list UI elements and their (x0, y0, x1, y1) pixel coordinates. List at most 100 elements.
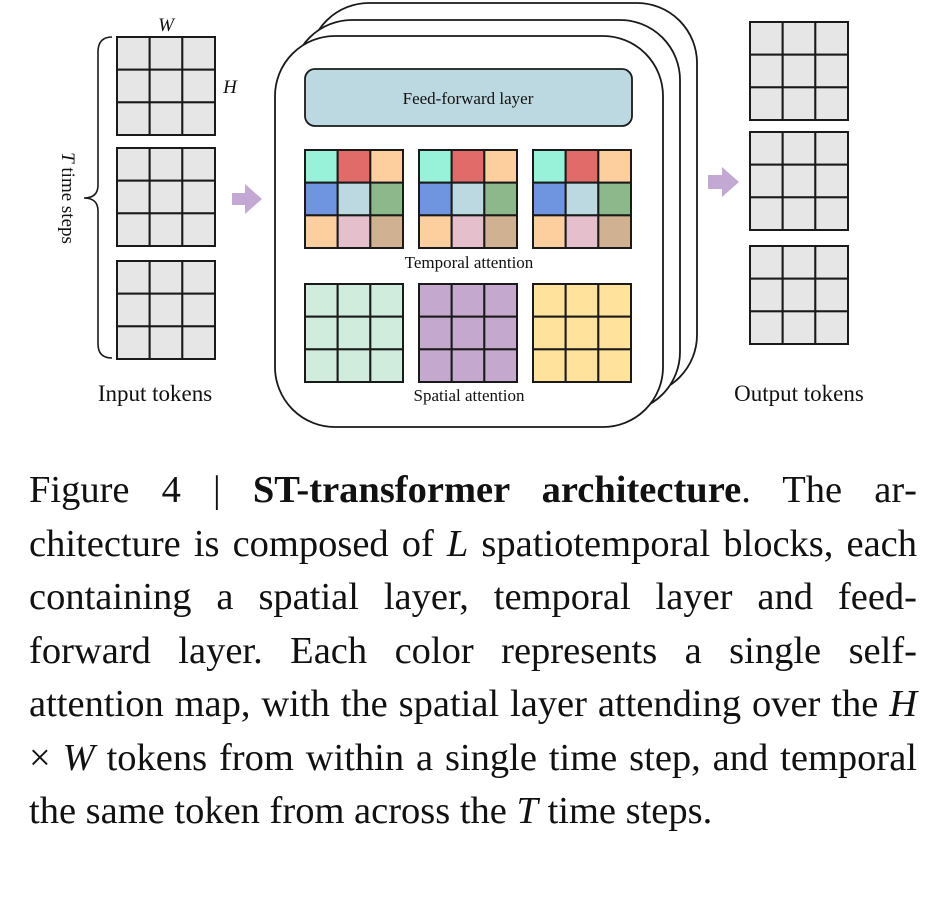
token-cell (564, 214, 600, 249)
caption-text-3: tokens from within a single time step, a… (29, 736, 917, 833)
token-cell (369, 348, 405, 384)
token-cell (597, 348, 632, 384)
token-cell (148, 68, 184, 104)
token-cell (181, 147, 216, 182)
token-cell (483, 315, 519, 351)
token-cell (304, 283, 339, 318)
token-cell (148, 212, 184, 247)
token-cell (814, 245, 849, 280)
token-cell (181, 68, 216, 104)
token-cell (450, 348, 486, 384)
token-cell (181, 101, 216, 137)
token-cell (336, 149, 372, 184)
token-cell (418, 181, 453, 217)
token-cell (116, 212, 151, 247)
token-cell (597, 149, 632, 184)
token-cell (781, 21, 817, 56)
caption-text-2: spatiotemporal blocks, each containing a… (29, 522, 917, 726)
token-cell (781, 163, 817, 199)
token-cell (336, 315, 372, 351)
token-cell (418, 149, 453, 184)
token-cell (116, 325, 151, 361)
token-cell (116, 292, 151, 328)
token-cell (814, 53, 849, 89)
token-cell (369, 214, 405, 249)
token-cell (597, 315, 632, 351)
token-cell (369, 149, 405, 184)
token-cell (597, 283, 632, 318)
token-cell (483, 348, 519, 384)
token-cell (814, 310, 849, 346)
height-label: H (222, 77, 238, 98)
token-cell (532, 214, 567, 249)
token-cell (749, 21, 784, 56)
token-cell (483, 214, 519, 249)
token-cell (116, 68, 151, 104)
token-cell (814, 131, 849, 166)
token-cell (369, 181, 405, 217)
token-cell (148, 292, 184, 328)
token-cell (148, 325, 184, 361)
token-cell (532, 315, 567, 351)
caption-times: × (29, 736, 63, 779)
token-cell (418, 348, 453, 384)
caption-prefix: Figure 4 | (29, 469, 253, 511)
token-cell (532, 348, 567, 384)
token-cell (532, 181, 567, 217)
input-token-grid (116, 260, 216, 361)
token-cell (450, 181, 486, 217)
token-cell (181, 179, 216, 215)
input-token-grid (116, 36, 216, 137)
token-cell (304, 348, 339, 384)
input-tokens-label: Input tokens (98, 381, 212, 406)
token-cell (564, 315, 600, 351)
token-cell (483, 181, 519, 217)
token-cell (749, 245, 784, 280)
token-cell (304, 315, 339, 351)
token-cell (181, 325, 216, 361)
token-cell (418, 214, 453, 249)
token-cell (749, 131, 784, 166)
token-cell (148, 260, 184, 295)
token-cell (483, 283, 519, 318)
feed-forward-label: Feed-forward layer (403, 89, 534, 108)
token-cell (450, 315, 486, 351)
token-cell (814, 277, 849, 313)
caption-var-h: H (889, 683, 917, 725)
temporal-attention-label: Temporal attention (405, 253, 534, 272)
token-cell (181, 212, 216, 247)
token-cell (418, 315, 453, 351)
width-label: W (158, 15, 176, 36)
input-token-grid (116, 147, 216, 247)
token-cell (597, 181, 632, 217)
temporal-attention-grid (304, 149, 405, 249)
token-cell (814, 196, 849, 231)
token-cell (336, 181, 372, 217)
figure-caption: Figure 4 | ST-transformer architecture. … (29, 464, 917, 839)
caption-var-t: T (516, 790, 538, 832)
spatial-attention-label: Spatial attention (414, 386, 525, 405)
output-token-grid (749, 245, 849, 346)
token-cell (148, 179, 184, 215)
spatial-attention-grids (304, 283, 632, 384)
token-cell (181, 260, 216, 295)
token-cell (814, 21, 849, 56)
token-cell (781, 277, 817, 313)
token-cell (116, 36, 151, 71)
token-cell (116, 147, 151, 182)
temporal-attention-grid (418, 149, 519, 249)
token-cell (814, 163, 849, 199)
token-cell (597, 214, 632, 249)
token-cell (749, 53, 784, 89)
token-cell (336, 214, 372, 249)
token-cell (532, 283, 567, 318)
spatial-attention-grid (418, 283, 519, 384)
token-cell (418, 283, 453, 318)
token-cell (450, 214, 486, 249)
caption-text-4: time steps. (537, 790, 713, 832)
token-cell (148, 36, 184, 71)
token-cell (304, 149, 339, 184)
caption-title: ST-transformer architecture (252, 469, 742, 511)
token-cell (181, 36, 216, 71)
token-cell (781, 245, 817, 280)
